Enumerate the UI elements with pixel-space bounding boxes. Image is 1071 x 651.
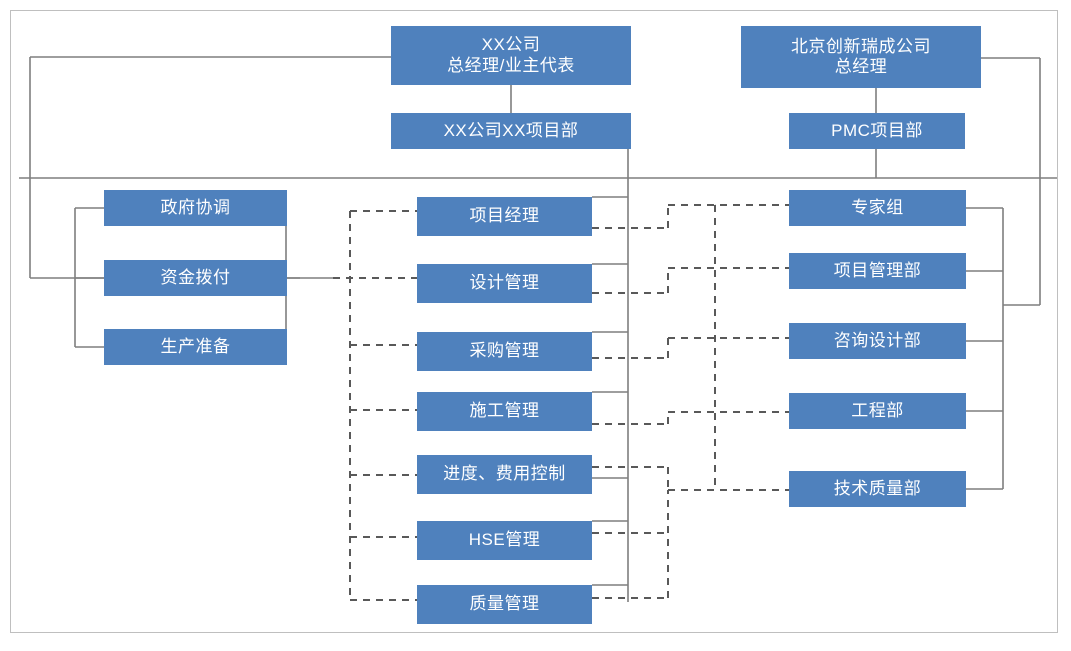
- node-government-coordination[interactable]: 政府协调: [104, 190, 287, 226]
- node-quality-management[interactable]: 质量管理: [417, 585, 592, 624]
- node-technical-quality-dept[interactable]: 技术质量部: [789, 471, 966, 507]
- node-production-preparation[interactable]: 生产准备: [104, 329, 287, 365]
- node-project-management-dept[interactable]: 项目管理部: [789, 253, 966, 289]
- node-fund-allocation[interactable]: 资金拨付: [104, 260, 287, 296]
- node-hse-management[interactable]: HSE管理: [417, 521, 592, 560]
- node-owner-project-department[interactable]: XX公司XX项目部: [391, 113, 631, 149]
- node-owner-general-manager[interactable]: XX公司 总经理/业主代表: [391, 26, 631, 85]
- node-engineering-dept[interactable]: 工程部: [789, 393, 966, 429]
- node-project-manager[interactable]: 项目经理: [417, 197, 592, 236]
- node-procurement-management[interactable]: 采购管理: [417, 332, 592, 371]
- node-construction-management[interactable]: 施工管理: [417, 392, 592, 431]
- node-expert-group[interactable]: 专家组: [789, 190, 966, 226]
- node-design-management[interactable]: 设计管理: [417, 264, 592, 303]
- node-consulting-design-dept[interactable]: 咨询设计部: [789, 323, 966, 359]
- node-schedule-cost-control[interactable]: 进度、费用控制: [417, 455, 592, 494]
- node-pmc-general-manager[interactable]: 北京创新瑞成公司 总经理: [741, 26, 981, 88]
- node-pmc-project-department[interactable]: PMC项目部: [789, 113, 965, 149]
